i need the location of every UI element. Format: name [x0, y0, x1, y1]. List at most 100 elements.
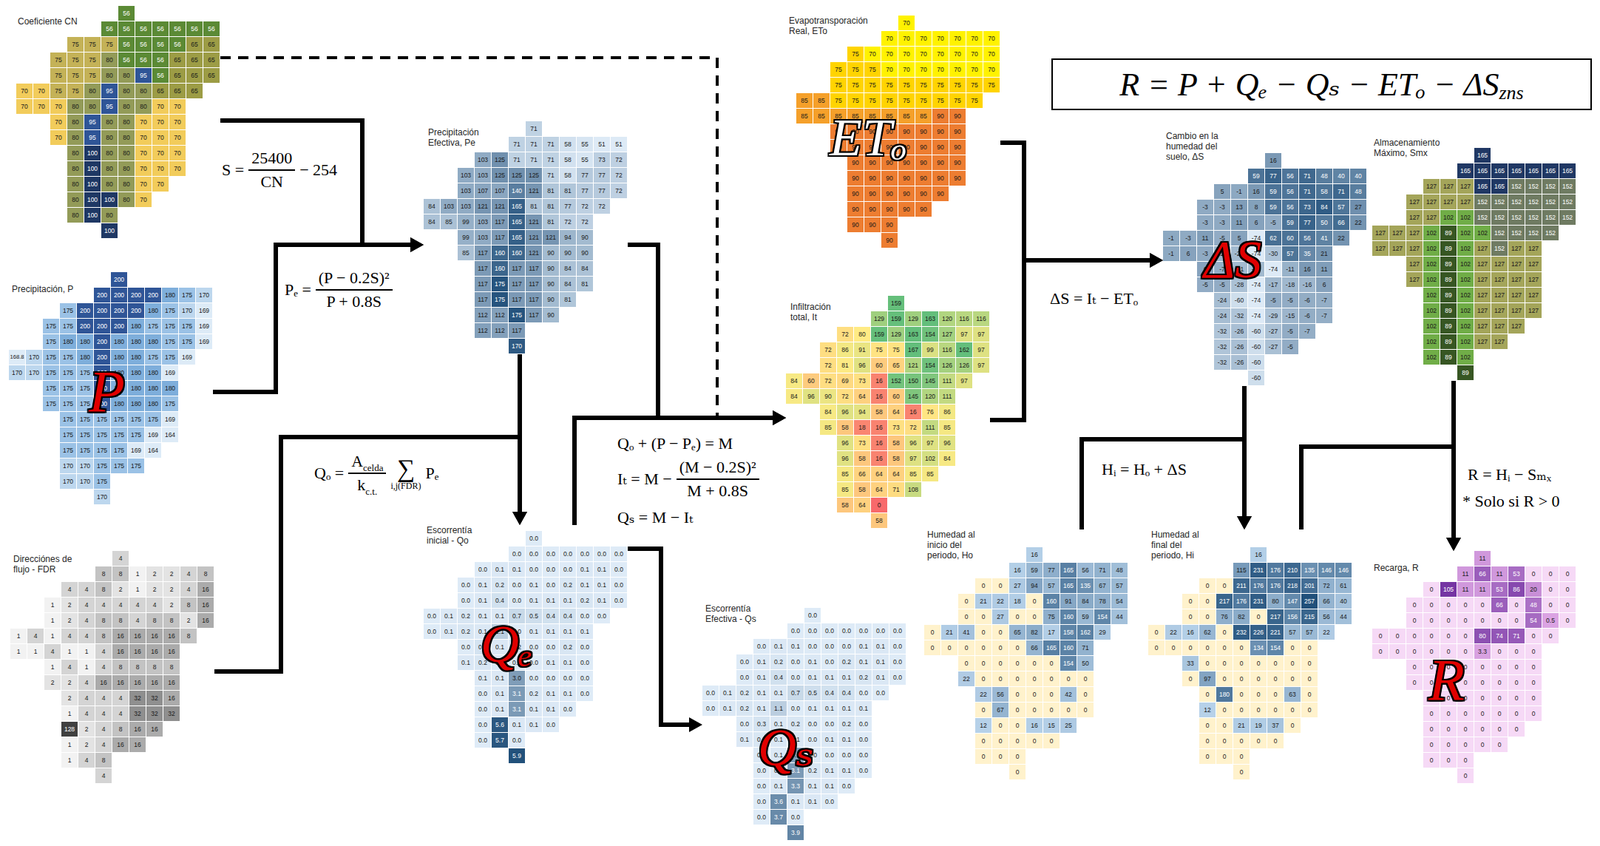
- grid-cell: 0: [1250, 733, 1267, 749]
- grid-cell: 0.1: [804, 654, 821, 670]
- grid-cell: 74: [1491, 628, 1508, 644]
- grid-cell: 0.1: [542, 624, 559, 639]
- map-title: Infiltración total, It: [790, 301, 849, 323]
- grid-cell: 0: [975, 671, 992, 687]
- grid-cell: 0.1: [838, 669, 855, 685]
- grid-cell: 85: [836, 482, 854, 497]
- grid-cell: 154: [921, 326, 939, 342]
- grid-cell: 75: [870, 342, 888, 358]
- connector: [574, 410, 786, 525]
- grid-cell: 0: [1525, 690, 1542, 706]
- formula: * Solo si R > 0: [1462, 491, 1561, 511]
- grid-cell: 71: [525, 136, 542, 152]
- formula-subscript: zns: [1498, 82, 1524, 105]
- grid-cell: 75: [881, 77, 898, 93]
- grid-cell: 0: [975, 733, 992, 749]
- grid-cell: 77: [1043, 562, 1060, 578]
- grid-cell: 152: [1559, 194, 1576, 210]
- grid-cell: 0: [1009, 748, 1026, 764]
- connector: [627, 548, 703, 732]
- connector: [1301, 446, 1461, 551]
- grid-cell: 56: [135, 52, 152, 68]
- grid-cell: 0: [1043, 686, 1060, 702]
- grid-cell: 71: [542, 136, 559, 152]
- grid-cell: 37: [1267, 717, 1284, 733]
- grid-cell: 160: [508, 245, 525, 261]
- grid-cell: 0: [1301, 702, 1318, 718]
- grid-cell: 0: [1199, 733, 1216, 749]
- grid-cell: 0.0: [576, 608, 593, 624]
- grid-cell: 76: [1216, 609, 1233, 625]
- grid-cell: -6: [1299, 308, 1316, 324]
- grid-cell: 0: [1423, 597, 1440, 613]
- grid-cell: 72: [904, 419, 922, 435]
- grid-cell: 80: [67, 192, 84, 208]
- grid-cell: 56: [1077, 562, 1094, 578]
- grid-cell: 57: [1301, 624, 1318, 640]
- map-symbol: ETₒ: [829, 110, 908, 165]
- grid-cell: 0: [958, 640, 975, 656]
- grid-cell: 86: [836, 342, 854, 358]
- map-title: Coeficiente CN: [17, 16, 100, 27]
- grid-cell: 176: [1267, 562, 1284, 578]
- grid-cell: 75: [84, 68, 101, 83]
- grid-cell: 32: [146, 690, 163, 706]
- grid-cell: 2: [44, 675, 61, 690]
- grid-cell: 127: [1423, 178, 1440, 194]
- grid-cell: 152: [1542, 225, 1559, 241]
- grid-cell: 72: [819, 373, 837, 389]
- grid-cell: 169: [161, 365, 179, 381]
- grid-cell: 4: [78, 581, 95, 597]
- grid-cell: 0.0: [753, 794, 770, 809]
- grid-cell: 58: [853, 451, 871, 466]
- grid-cell: 175: [144, 411, 162, 427]
- grid-cell: 0: [992, 578, 1009, 593]
- grid-cell: 0: [1525, 659, 1542, 675]
- grid-cell: 145: [921, 373, 939, 389]
- grid-cell: 0.0: [525, 546, 542, 562]
- grid-cell: 0.1: [821, 731, 838, 747]
- grid-cell: 16: [1026, 717, 1043, 733]
- grid-cell: -74: [1265, 261, 1282, 277]
- grid-cell: 163: [921, 311, 939, 327]
- grid-cell: 127: [1389, 225, 1406, 241]
- grid-cell: 21: [941, 624, 958, 640]
- grid-cell: 16: [146, 675, 163, 690]
- grid-cell: 231: [1250, 593, 1267, 609]
- grid-cell: 180: [144, 303, 162, 318]
- grid-cell: 90: [881, 170, 898, 186]
- grid-cell: 0.0: [508, 577, 525, 593]
- grid-cell: 127: [1491, 256, 1508, 272]
- grid-cell: 16: [163, 628, 180, 644]
- grid-cell: 0.0: [736, 654, 753, 670]
- formula: Qₒ + (P − Pₑ) = M: [617, 434, 733, 454]
- grid-cell: 16: [146, 628, 163, 644]
- grid-cell: 90: [881, 217, 898, 233]
- grid-cell: 4: [146, 597, 163, 613]
- grid-cell: 63: [1284, 686, 1301, 702]
- grid-cell: 72: [610, 152, 627, 168]
- grid-cell: 102: [921, 451, 939, 466]
- fraction-denominator: CN: [257, 170, 287, 192]
- grid-cell: 0.0: [610, 577, 627, 593]
- grid-cell: 152: [1542, 209, 1559, 225]
- grid-cell: 75: [898, 93, 915, 108]
- grid-cell: 0.0: [610, 546, 627, 562]
- grid-cell: 8: [95, 566, 112, 582]
- grid-cell: 129: [887, 326, 905, 342]
- grid-cell: 0.1: [872, 654, 889, 670]
- grid-cell: 180: [127, 396, 145, 412]
- grid-cell: 102: [1457, 241, 1474, 256]
- grid-cell: 127: [1508, 318, 1525, 334]
- grid-cell: 156: [1284, 609, 1301, 625]
- grid-cell: 127: [1491, 287, 1508, 303]
- grid-cell: 0.1: [753, 685, 770, 701]
- grid-cell: 58: [870, 513, 888, 528]
- grid-cell: 75: [887, 342, 905, 358]
- grid-cell: 1: [61, 737, 78, 752]
- fraction-denominator: M + 0.8S: [683, 479, 752, 501]
- grid-cell: 70: [135, 145, 152, 161]
- grid-cell: 0: [1267, 686, 1284, 702]
- grid-cell: 0.1: [457, 655, 474, 670]
- grid-cell: 60: [870, 357, 888, 373]
